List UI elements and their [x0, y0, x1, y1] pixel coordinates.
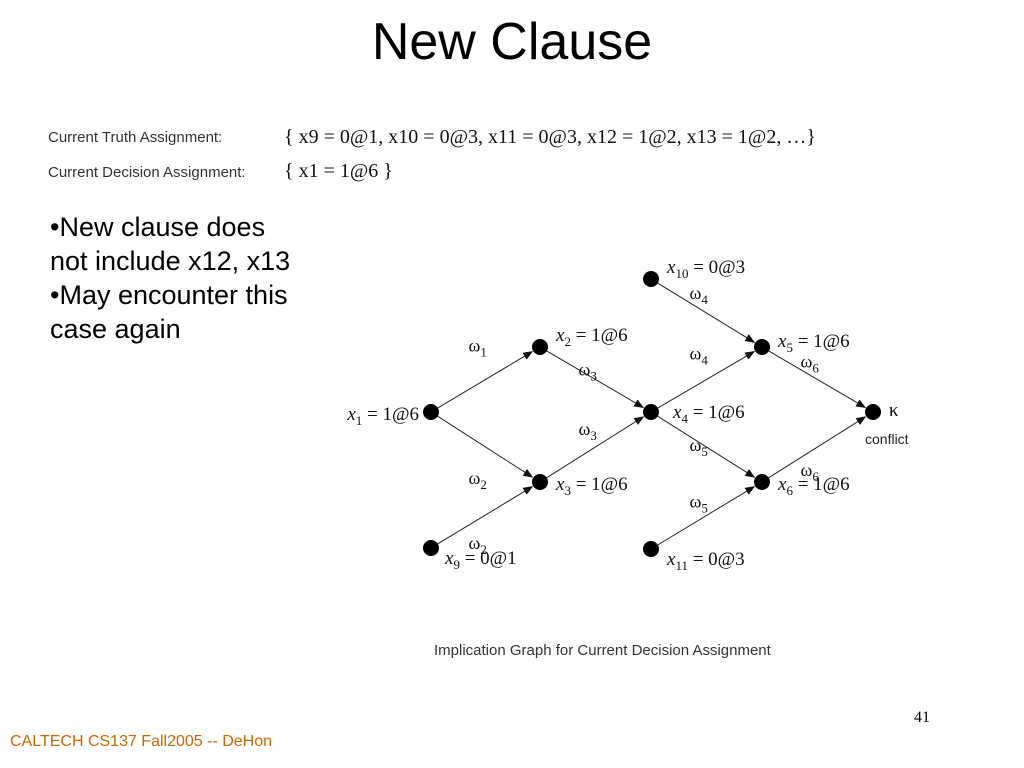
- edge-label: ω2: [469, 468, 487, 492]
- node-x11: [643, 541, 659, 557]
- node-label-x1: x1 = 1@6: [346, 404, 419, 428]
- edge-x4-x5: [657, 351, 756, 409]
- slide-title: New Clause: [371, 13, 653, 71]
- node-label-x6: x6 = 1@6: [777, 474, 850, 498]
- edge-x10-x5: [657, 282, 756, 343]
- node-kappa: [865, 404, 881, 420]
- edge-x9-x3: [437, 486, 534, 545]
- edge-x1-x2: [437, 351, 534, 409]
- node-label-kappa: κ: [889, 400, 899, 421]
- conflict-label: conflict: [865, 431, 909, 447]
- node-label-x11: x11 = 0@3: [666, 549, 745, 573]
- edge-label: ω3: [579, 419, 597, 443]
- node-x2: [532, 339, 548, 355]
- edge-x11-x6: [657, 486, 756, 546]
- node-label-x10: x10 = 0@3: [666, 257, 745, 281]
- bullet-item: •New clause does not include x12, x13: [50, 212, 291, 276]
- graph-caption: Implication Graph for Current Decision A…: [434, 642, 771, 659]
- edge-label: ω1: [469, 336, 487, 360]
- node-label-x5: x5 = 1@6: [777, 331, 850, 355]
- node-label-x9: x9 = 0@1: [444, 548, 517, 572]
- page-number: 41: [914, 709, 930, 726]
- edge-label: ω5: [690, 435, 708, 459]
- edge-label: ω2: [469, 533, 487, 557]
- edge-label: ω3: [579, 360, 597, 384]
- bullet-item: •May encounter this case again: [50, 280, 288, 344]
- bullet-list: •New clause does not include x12, x13 •M…: [50, 210, 310, 346]
- node-x3: [532, 474, 548, 490]
- node-x10: [643, 271, 659, 287]
- node-x6: [754, 474, 770, 490]
- edge-x4-x6: [657, 415, 756, 478]
- decision-assignment-value: { x1 = 1@6 }: [284, 160, 393, 182]
- node-label-x2: x2 = 1@6: [555, 325, 628, 349]
- node-x5: [754, 339, 770, 355]
- truth-assignment-label: Current Truth Assignment:: [48, 129, 223, 146]
- edge-x1-x3: [437, 415, 534, 478]
- footer-text: CALTECH CS137 Fall2005 -- DeHon: [10, 733, 273, 750]
- edge-label: ω6: [801, 352, 820, 376]
- edge-x5-kappa: [768, 350, 867, 408]
- edge-x2-x4: [546, 350, 645, 408]
- edge-x6-kappa: [768, 416, 867, 479]
- node-label-x3: x3 = 1@6: [555, 474, 628, 498]
- truth-assignment-value: { x9 = 0@1, x10 = 0@3, x11 = 0@3, x12 = …: [284, 126, 816, 148]
- edge-label: ω6: [801, 460, 820, 484]
- decision-assignment-label: Current Decision Assignment:: [48, 164, 246, 181]
- node-label-x4: x4 = 1@6: [672, 402, 745, 426]
- edge-label: ω5: [690, 492, 708, 516]
- edge-label: ω4: [690, 344, 709, 368]
- edge-label: ω4: [690, 283, 709, 307]
- node-x9: [423, 540, 439, 556]
- edge-x3-x4: [546, 416, 645, 479]
- node-x1: [423, 404, 439, 420]
- node-x4: [643, 404, 659, 420]
